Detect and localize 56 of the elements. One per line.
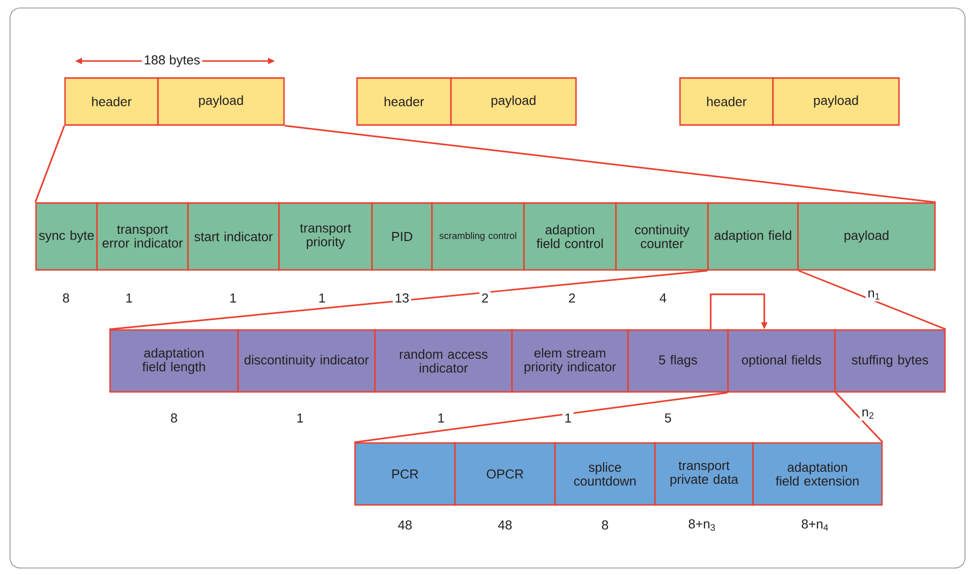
connector-line [798, 270, 946, 330]
bit-count: 5 [664, 413, 672, 423]
field-box: random access indicator [374, 329, 513, 393]
field-box: OPCR [454, 442, 556, 506]
field-box: splice countdown [554, 442, 656, 506]
bit-count: 13 [396, 293, 409, 303]
arrow [710, 294, 768, 330]
field-box: sync byte [35, 202, 98, 271]
bit-count: 1 [297, 414, 303, 422]
field-box: PID [371, 202, 433, 271]
connector-line [835, 392, 884, 443]
field-box: start indicator [187, 202, 280, 271]
bit-count: 1 [438, 414, 444, 422]
field-box: discontinuity indicator [237, 329, 376, 393]
bit-count: 8 [602, 520, 608, 530]
bit-count: 8 [62, 293, 70, 303]
bit-count: n$_{2}$ [862, 409, 874, 419]
field-box: transport error indicator [96, 202, 189, 271]
bit-count: 1 [565, 414, 571, 422]
bit-count: 2 [569, 293, 575, 303]
field-box: adaptation field length [109, 329, 239, 393]
connector-line [284, 124, 936, 204]
bit-count: 48 [398, 520, 412, 530]
field-box: elem stream priority indicator [511, 329, 629, 393]
dimension-label: 188 bytes [144, 54, 200, 68]
field-box: 5 flags [627, 329, 729, 393]
field-box: optional fields [727, 329, 836, 393]
bit-count: n$_{1}$ [868, 290, 880, 300]
field-box: transport private data [654, 442, 754, 506]
field-box: payload [450, 77, 577, 126]
bit-count: 2 [482, 293, 488, 303]
field-box: continuity counter [615, 202, 709, 271]
bit-count: 8+n$_{4}$ [802, 519, 828, 531]
bit-count: 1 [126, 294, 132, 302]
field-box: adaption field control [523, 202, 617, 271]
field-box: header [64, 77, 159, 126]
field-box: transport priority [278, 202, 373, 271]
field-box: adaptation field extension [752, 442, 883, 506]
field-box: scrambling control [431, 202, 525, 271]
connector-line [354, 392, 728, 444]
bit-count: 8+n$_{3}$ [688, 519, 715, 531]
field-box: stuffing bytes [834, 329, 946, 393]
bit-count: 1 [230, 294, 236, 302]
connector-line [34, 125, 66, 203]
bit-count: 1 [319, 294, 325, 302]
bit-count: 8 [170, 413, 178, 423]
field-box: header [679, 77, 774, 126]
field-box: adaption field [707, 202, 799, 271]
bit-count: 48 [498, 520, 512, 530]
field-box: header [356, 77, 452, 126]
field-box: PCR [354, 442, 456, 506]
connector-line [109, 270, 708, 330]
field-box: payload [797, 202, 936, 271]
bit-count: 4 [660, 294, 666, 302]
field-box: payload [157, 77, 285, 126]
field-box: payload [772, 77, 900, 126]
